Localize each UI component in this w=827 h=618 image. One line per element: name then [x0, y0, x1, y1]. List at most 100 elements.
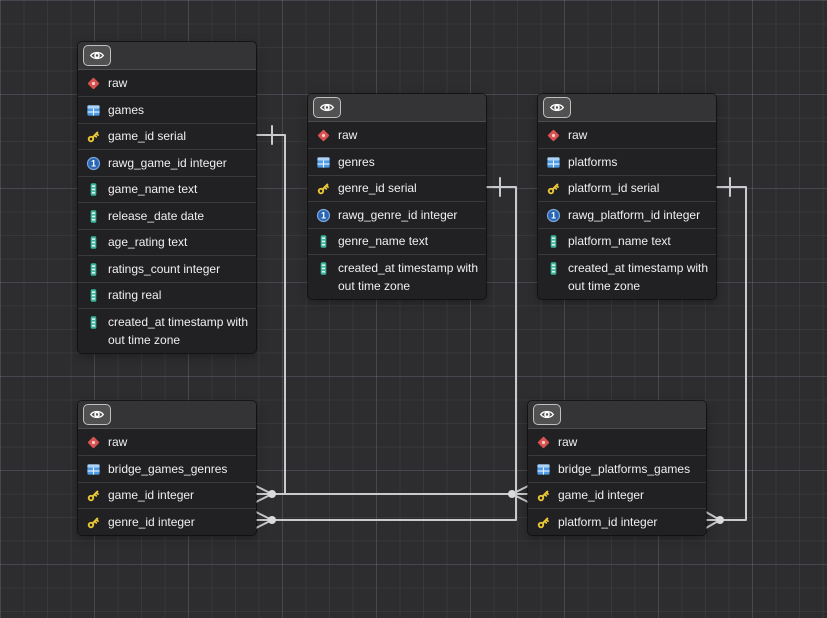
- column-type-icon: [316, 234, 331, 249]
- column-label: rawg_game_id integer: [108, 155, 227, 170]
- column-row[interactable]: game_id integer: [528, 481, 706, 508]
- primary-key-icon: [546, 181, 561, 196]
- column-label: game_id integer: [558, 488, 645, 502]
- relationship-genres-to-bridge[interactable]: [255, 177, 517, 529]
- table-visibility-button[interactable]: [83, 404, 111, 425]
- column-label: platform_id serial: [568, 181, 660, 195]
- column-row[interactable]: platform_name text: [538, 227, 716, 254]
- column-row[interactable]: genre_id serial: [308, 174, 486, 201]
- relationship-platforms-to-bridge[interactable]: [705, 177, 747, 529]
- column-row[interactable]: genre_name text: [308, 227, 486, 254]
- eye-icon: [89, 409, 105, 420]
- zero-or-many-circle-marker: [268, 490, 276, 498]
- column-label: created_at timestamp without time zone: [338, 260, 479, 294]
- column-type-icon: [86, 288, 101, 303]
- table-name: platforms: [568, 154, 618, 169]
- schema-name: raw: [108, 75, 128, 90]
- primary-key-icon: [86, 488, 101, 503]
- schema-row[interactable]: raw: [528, 429, 706, 455]
- column-row[interactable]: game_id serial: [78, 122, 256, 149]
- column-label: genre_id integer: [108, 514, 195, 529]
- relationship-line[interactable]: [255, 134, 286, 495]
- table-icon: [546, 155, 561, 170]
- primary-key-icon: [86, 515, 101, 530]
- column-row[interactable]: rawg_genre_id integer: [308, 201, 486, 228]
- primary-key-icon: [536, 515, 551, 530]
- table-name-row[interactable]: platforms: [538, 148, 716, 175]
- relationship-games-to-bridges[interactable]: [255, 125, 529, 503]
- table-header: [308, 94, 486, 122]
- table-genres[interactable]: raw genres genre_id serial rawg_genre_id…: [308, 94, 486, 299]
- schema-icon: [86, 435, 101, 450]
- column-type-icon: [316, 261, 331, 276]
- column-row[interactable]: ratings_count integer: [78, 255, 256, 282]
- integer-type-icon: [546, 208, 561, 223]
- schema-icon: [86, 76, 101, 91]
- column-label: game_name text: [108, 182, 198, 196]
- schema-icon: [316, 128, 331, 143]
- column-row[interactable]: created_at timestamp without time zone: [78, 308, 256, 353]
- schema-row[interactable]: raw: [78, 70, 256, 96]
- table-visibility-button[interactable]: [533, 404, 561, 425]
- schema-name: raw: [108, 434, 128, 449]
- primary-key-icon: [86, 129, 101, 144]
- column-row[interactable]: rating real: [78, 281, 256, 308]
- column-row[interactable]: created_at timestamp without time zone: [308, 254, 486, 299]
- eye-icon: [319, 102, 335, 113]
- column-label: rawg_platform_id integer: [568, 207, 701, 222]
- table-visibility-button[interactable]: [313, 97, 341, 118]
- schema-row[interactable]: raw: [538, 122, 716, 148]
- eye-icon: [549, 102, 565, 113]
- table-header: [78, 42, 256, 70]
- table-name-row[interactable]: bridge_platforms_games: [528, 455, 706, 482]
- table-name-row[interactable]: bridge_games_genres: [78, 455, 256, 482]
- table-visibility-button[interactable]: [83, 45, 111, 66]
- column-type-icon: [86, 182, 101, 197]
- column-label: created_at timestamp without time zone: [108, 314, 249, 348]
- column-row[interactable]: rawg_game_id integer: [78, 149, 256, 176]
- column-row[interactable]: age_rating text: [78, 228, 256, 255]
- column-type-icon: [86, 315, 101, 330]
- schema-icon: [536, 435, 551, 450]
- column-label: release_date date: [108, 208, 205, 223]
- column-label: age_rating text: [108, 235, 188, 249]
- schema-row[interactable]: raw: [308, 122, 486, 148]
- table-name-row[interactable]: genres: [308, 148, 486, 175]
- column-label: platform_id integer: [558, 514, 658, 529]
- column-label: game_id serial: [108, 129, 187, 143]
- primary-key-icon: [536, 488, 551, 503]
- table-games[interactable]: raw games game_id serial rawg_game_id in…: [78, 42, 256, 353]
- column-row[interactable]: rawg_platform_id integer: [538, 201, 716, 228]
- table-bridge-platforms-games[interactable]: raw bridge_platforms_games game_id integ…: [528, 401, 706, 535]
- column-type-icon: [546, 261, 561, 276]
- column-label: game_id integer: [108, 488, 195, 502]
- primary-key-icon: [316, 181, 331, 196]
- table-header: [78, 401, 256, 429]
- column-row[interactable]: game_id integer: [78, 481, 256, 508]
- eye-icon: [539, 409, 555, 420]
- column-row[interactable]: platform_id integer: [528, 508, 706, 535]
- table-header: [538, 94, 716, 122]
- column-type-icon: [86, 209, 101, 224]
- column-label: created_at timestamp without time zone: [568, 260, 709, 294]
- table-name: games: [108, 102, 145, 117]
- zero-or-many-circle-marker: [268, 516, 276, 524]
- table-visibility-button[interactable]: [543, 97, 571, 118]
- column-type-icon: [546, 234, 561, 249]
- column-type-icon: [86, 235, 101, 250]
- column-row[interactable]: game_name text: [78, 175, 256, 202]
- table-name-row[interactable]: games: [78, 96, 256, 123]
- relationship-line[interactable]: [715, 186, 747, 521]
- table-header: [528, 401, 706, 429]
- column-label: genre_id serial: [338, 181, 417, 195]
- column-row[interactable]: created_at timestamp without time zone: [538, 254, 716, 299]
- column-row[interactable]: genre_id integer: [78, 508, 256, 535]
- schema-row[interactable]: raw: [78, 429, 256, 455]
- column-row[interactable]: release_date date: [78, 202, 256, 229]
- table-platforms[interactable]: raw platforms platform_id serial rawg_pl…: [538, 94, 716, 299]
- integer-type-icon: [316, 208, 331, 223]
- table-bridge-games-genres[interactable]: raw bridge_games_genres game_id integer …: [78, 401, 256, 535]
- column-row[interactable]: platform_id serial: [538, 174, 716, 201]
- table-name: bridge_games_genres: [108, 461, 228, 476]
